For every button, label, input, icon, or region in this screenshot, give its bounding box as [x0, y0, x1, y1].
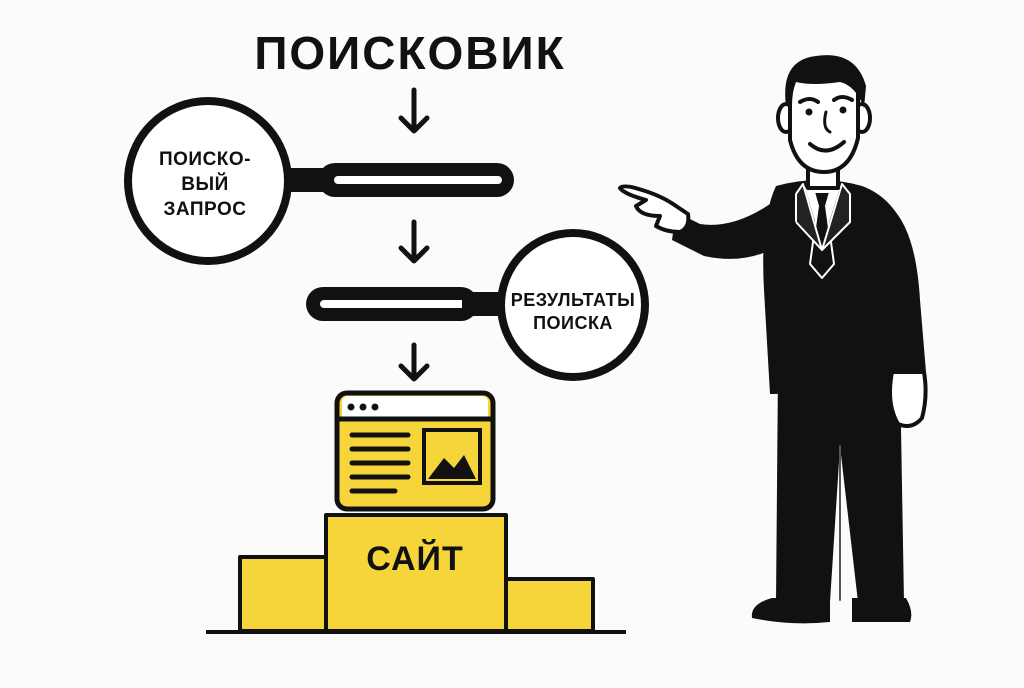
magnifier-icon: [124, 97, 514, 265]
search-results-label-line2: ПОИСКА: [533, 313, 613, 333]
down-arrow-icon: [398, 87, 430, 134]
text-lines: [349, 432, 411, 494]
search-results-label-line1: РЕЗУЛЬТАТЫ: [510, 290, 636, 310]
image-icon: [422, 428, 482, 485]
down-arrow-icon: [398, 342, 430, 382]
down-arrow-icon: [398, 219, 430, 264]
search-query-label-line2: ВЫЙ: [181, 174, 229, 195]
businessman-illustration: [618, 55, 928, 624]
search-query-label-line1: ПОИСКО-: [158, 149, 251, 170]
browser-window-icon: [334, 390, 496, 512]
magnifier-icon: [306, 229, 649, 381]
page-title: ПОИСКОВИК: [254, 27, 566, 79]
site-label: САЙТ: [366, 540, 464, 578]
podium-icon: [238, 513, 595, 633]
search-query-label-line3: ЗАПРОС: [163, 199, 247, 220]
